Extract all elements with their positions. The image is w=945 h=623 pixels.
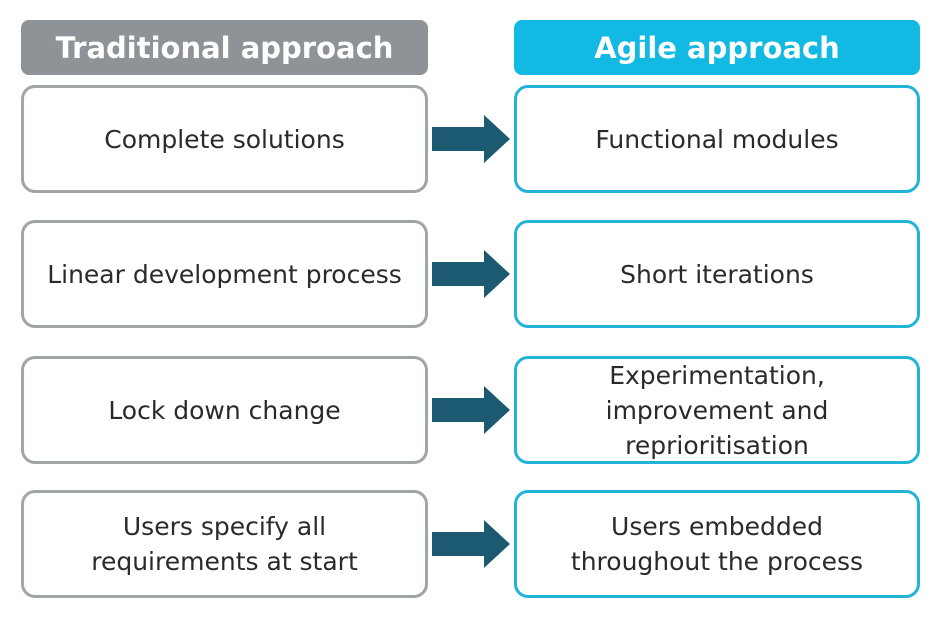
agile-box-label: Short iterations <box>620 259 814 289</box>
traditional-box-lock-down-change: Lock down change <box>21 356 428 464</box>
agile-box-functional-modules: Functional modules <box>514 85 920 193</box>
arrow-right-icon <box>432 250 510 298</box>
agile-box-users-embedded: Users embedded throughout the process <box>514 490 920 598</box>
traditional-box-users-specify: Users specify all requirements at start <box>21 490 428 598</box>
agile-box-label: Functional modules <box>595 124 839 154</box>
arrow-right-icon <box>432 386 510 434</box>
traditional-box-label: Linear development process <box>47 259 402 289</box>
arrow-right-icon <box>432 520 510 568</box>
arrow-right-icon <box>432 115 510 163</box>
traditional-box-label: Complete solutions <box>104 124 345 154</box>
agile-header: Agile approach <box>514 20 920 75</box>
traditional-box-label: Users specify all requirements at start <box>91 512 358 576</box>
traditional-header: Traditional approach <box>21 20 428 75</box>
traditional-box-label: Lock down change <box>108 395 341 425</box>
agile-box-experimentation: Experimentation, improvement and reprior… <box>514 356 920 464</box>
traditional-box-complete-solutions: Complete solutions <box>21 85 428 193</box>
traditional-box-linear-development: Linear development process <box>21 220 428 328</box>
agile-box-short-iterations: Short iterations <box>514 220 920 328</box>
agile-box-label: Experimentation, improvement and reprior… <box>605 360 829 460</box>
agile-box-label: Users embedded throughout the process <box>570 512 864 576</box>
